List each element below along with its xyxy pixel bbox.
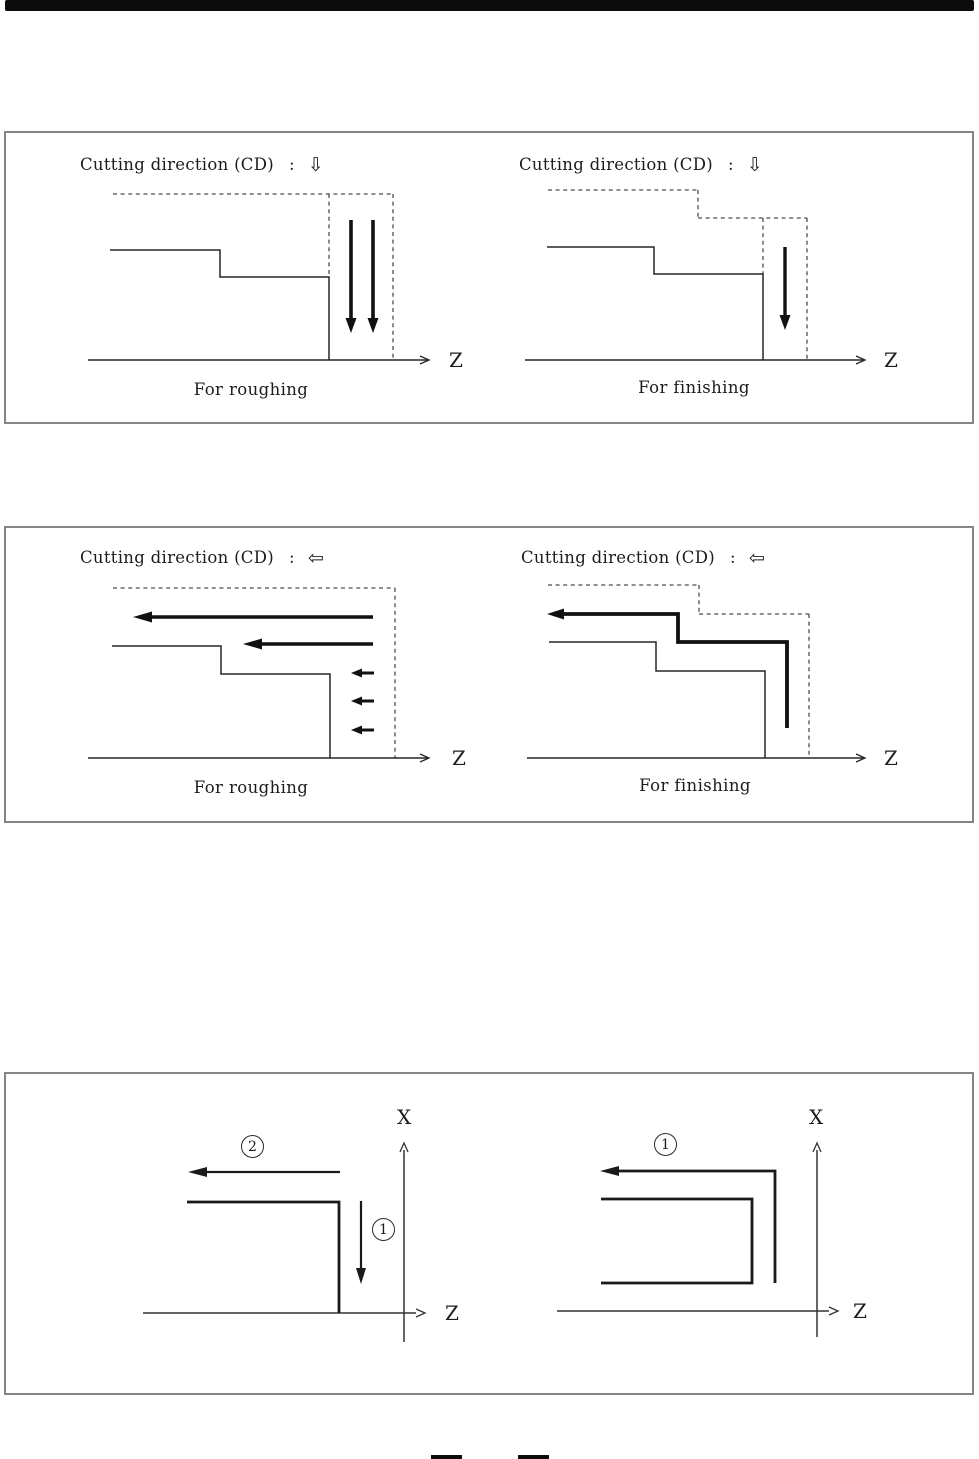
panel-tool-path-axes [4,1072,974,1395]
header-text: Cutting direction (CD) [521,548,715,567]
header-colon: : [730,548,736,567]
left-white-arrow-icon: ⇦ [307,547,325,569]
down-white-arrow-icon: ⇩ [307,154,325,176]
header-text: Cutting direction (CD) [519,155,713,174]
panel-cutting-direction-left [4,526,974,823]
step-number-2-badge: 2 [241,1135,264,1158]
cutting-direction-header: Cutting direction (CD) : ⇦ [521,547,766,569]
z-axis-label: Z [445,1301,459,1325]
down-white-arrow-icon: ⇩ [746,154,764,176]
top-rule-bar [5,0,974,11]
header-colon: : [728,155,734,174]
cutting-direction-header: Cutting direction (CD) : ⇩ [80,154,325,176]
header-colon: : [289,548,295,567]
x-axis-label: X [397,1105,412,1129]
step-number-text: 2 [248,1138,257,1155]
left-white-arrow-icon: ⇦ [748,547,766,569]
cutting-direction-header: Cutting direction (CD) : ⇦ [80,547,325,569]
caption-for-finishing: For finishing [638,378,750,397]
header-text: Cutting direction (CD) [80,548,274,567]
bottom-rule-mark [431,1455,462,1459]
caption-for-roughing: For roughing [193,380,309,399]
step-number-text: 1 [379,1221,388,1238]
z-axis-label: Z [853,1299,867,1323]
z-axis-label: Z [452,746,466,770]
header-colon: : [289,155,295,174]
z-axis-label: Z [884,348,898,372]
x-axis-label: X [809,1105,824,1129]
bottom-rule-mark [518,1455,549,1459]
step-number-1-badge: 1 [654,1133,677,1156]
header-text: Cutting direction (CD) [80,155,274,174]
panel-cutting-direction-down [4,131,974,424]
step-number-1-badge: 1 [372,1218,395,1241]
z-axis-label: Z [884,746,898,770]
caption-for-roughing: For roughing [193,778,309,797]
z-axis-label: Z [449,348,463,372]
step-number-text: 1 [661,1136,670,1153]
caption-for-finishing: For finishing [639,776,751,795]
cutting-direction-header: Cutting direction (CD) : ⇩ [519,154,764,176]
